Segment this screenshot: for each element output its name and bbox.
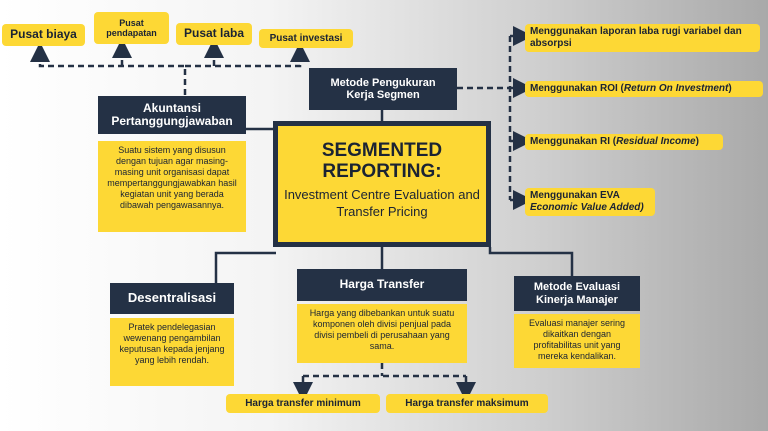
pusat-investasi-label: Pusat investasi	[259, 29, 353, 48]
metode-evaluasi-description: Evaluasi manajer sering dikaitkan dengan…	[514, 314, 640, 368]
pusat-biaya-label: Pusat biaya	[2, 24, 85, 46]
arrow-pusat-biaya	[30, 42, 187, 95]
roi-italic: Return On Investment	[623, 83, 729, 94]
roi-prefix: Menggunakan ROI (	[530, 83, 624, 94]
harga-transfer-maksimum-label: Harga transfer maksimum	[386, 394, 548, 413]
right-label-eva: Menggunakan EVA Economic Value Added)	[525, 188, 655, 216]
right-label-laporan: Menggunakan laporan laba rugi variabel d…	[525, 24, 760, 52]
right-label-ri: Menggunakan RI (Residual Income)	[525, 134, 723, 150]
ri-prefix: Menggunakan RI (	[530, 136, 617, 147]
eva-line1: Menggunakan EVA	[530, 190, 620, 201]
right-label-roi: Menggunakan ROI (Return On Investment)	[525, 81, 763, 97]
harga-transfer-title: Harga Transfer	[297, 269, 467, 301]
arrow-pusat-investasi	[185, 42, 310, 68]
desentralisasi-title: Desentralisasi	[110, 283, 234, 314]
center-box: SEGMENTED REPORTING: Investment Centre E…	[273, 121, 491, 247]
pusat-pendapatan-label: Pusat pendapatan	[94, 12, 169, 44]
roi-suffix: )	[728, 83, 732, 94]
eva-italic: Economic Value Added)	[530, 202, 644, 213]
harga-transfer-description: Harga yang dibebankan untuk suatu kompon…	[297, 304, 467, 363]
desentralisasi-description: Pratek pendelegasian wewenang pengambila…	[110, 318, 234, 386]
line-metode-evaluasi	[488, 247, 574, 276]
line-desentralisasi	[214, 251, 276, 283]
ri-italic: Residual Income	[616, 136, 696, 147]
akuntansi-description: Suatu sistem yang disusun dengan tujuan …	[98, 141, 246, 232]
metode-evaluasi-title: Metode Evaluasi Kinerja Manajer	[514, 276, 640, 311]
metode-pengukuran-title: Metode Pengukuran Kerja Segmen	[309, 68, 457, 110]
harga-transfer-minimum-label: Harga transfer minimum	[226, 394, 380, 413]
akuntansi-title: Akuntansi Pertanggungjawaban	[98, 96, 246, 134]
pusat-laba-label: Pusat laba	[176, 23, 252, 45]
center-title: SEGMENTED REPORTING:	[321, 140, 443, 182]
ri-suffix: )	[695, 136, 699, 147]
center-subtitle: Investment Centre Evaluation and Transfe…	[284, 187, 480, 219]
